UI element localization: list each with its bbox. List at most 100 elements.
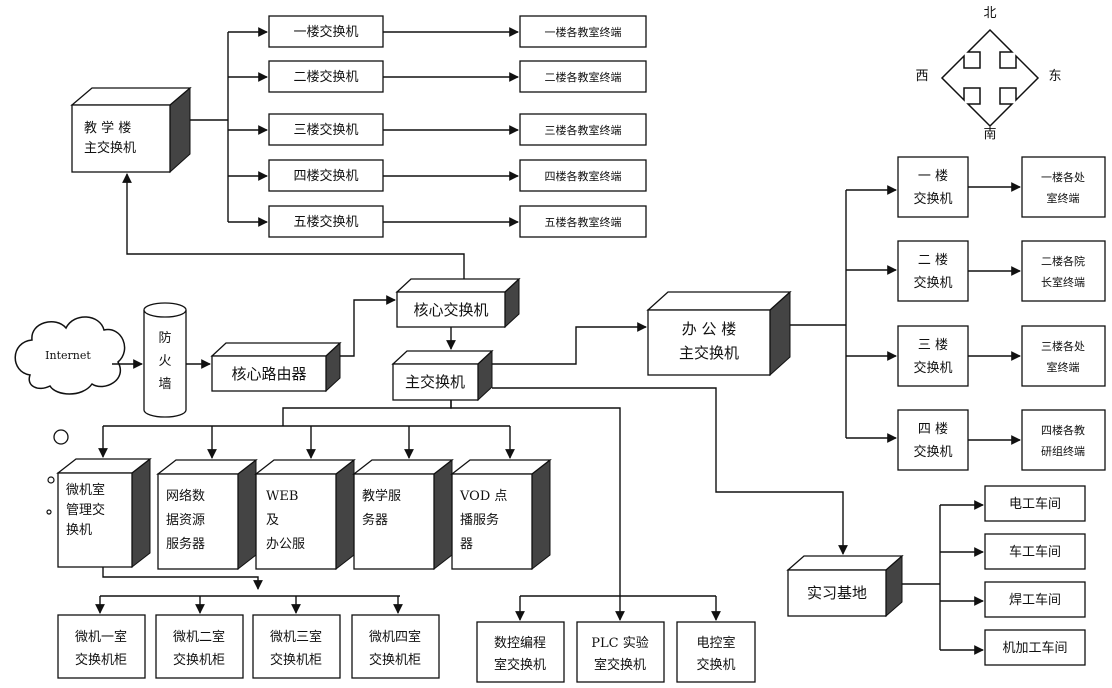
teaching-floor-switch-box bbox=[268, 15, 384, 48]
server-label: 办公服 bbox=[266, 537, 305, 552]
cloud-bubble bbox=[53, 429, 69, 445]
server-label: 据资源 bbox=[166, 513, 205, 528]
server-label: 网络数 bbox=[166, 488, 205, 504]
office-terminal-label: 三楼各处 bbox=[1041, 339, 1085, 353]
teaching-main-switch-line1: 教 学 楼 bbox=[84, 120, 131, 136]
office-terminal-box bbox=[1021, 156, 1106, 218]
main-switch-connectors bbox=[98, 387, 848, 621]
server-label: 播服务 bbox=[460, 512, 499, 528]
office-floor-switch-label: 二 楼 bbox=[918, 253, 948, 268]
server-vod: VOD 点 播服务 器 bbox=[450, 458, 552, 571]
lab-switch-line: 换机 bbox=[66, 523, 92, 538]
office-terminal-label: 二楼各院 bbox=[1041, 254, 1085, 268]
teaching-floor-switch-box bbox=[268, 205, 384, 238]
lab-cabinet-box bbox=[155, 614, 244, 679]
lab-cabinet-label: 微机二室 bbox=[173, 629, 225, 645]
teaching-floor-switch-box bbox=[268, 113, 384, 146]
office-floor-switch-box bbox=[897, 409, 969, 471]
office-floor-switch-box bbox=[897, 325, 969, 387]
office-floor-switches: 一 楼 交换机 二 楼 交换机 三 楼 交换机 四 楼 交换机 bbox=[897, 156, 969, 471]
workshop-box bbox=[984, 581, 1086, 618]
lab-cabinet-box bbox=[57, 614, 146, 679]
core-router-label: 核心路由器 bbox=[231, 365, 306, 383]
teaching-terminal-label: 一楼各教室终端 bbox=[545, 25, 622, 39]
server-label: 及 bbox=[266, 513, 279, 528]
office-terminal-box bbox=[1021, 240, 1106, 302]
office-floor-terminals: 一楼各处 室终端 二楼各院 长室终端 三楼各处 室终端 四楼各教 研组终端 bbox=[1021, 156, 1106, 471]
teaching-terminal-box bbox=[519, 15, 647, 48]
core-switch: 核心交换机 bbox=[395, 277, 521, 329]
workshop-box bbox=[984, 533, 1086, 570]
training-base-label: 实习基地 bbox=[807, 584, 867, 602]
lab-cabinet-label: 交换机柜 bbox=[75, 652, 127, 668]
cloud-bubble bbox=[46, 509, 52, 515]
server-label: 务器 bbox=[362, 512, 388, 528]
lab-cabinet-box bbox=[252, 614, 341, 679]
lab-cabinet-label: 交换机柜 bbox=[369, 652, 421, 668]
training-base: 实习基地 bbox=[786, 554, 904, 618]
office-floor-switch-label: 交换机 bbox=[913, 191, 952, 207]
teaching-floor-switch-label: 一楼交换机 bbox=[293, 24, 358, 40]
compass-west-label: 西 bbox=[915, 69, 928, 84]
server-label: WEB bbox=[266, 489, 298, 504]
office-terminal-box bbox=[1021, 325, 1106, 387]
other-switch-box bbox=[676, 621, 756, 683]
servers: 网络数 据资源 服务器 WEB 及 办公服 教学服 务器 VOD 点 播服务 器 bbox=[156, 458, 552, 571]
other-switch-box bbox=[576, 621, 665, 683]
office-terminal-label: 研组终端 bbox=[1041, 444, 1085, 458]
central-connectors bbox=[112, 173, 647, 369]
office-terminal-label: 室终端 bbox=[1047, 360, 1080, 374]
office-floor-switch-label: 一 楼 bbox=[918, 169, 948, 184]
office-floor-switch-label: 四 楼 bbox=[918, 422, 948, 437]
office-terminal-box bbox=[1021, 409, 1106, 471]
workshop-connectors bbox=[902, 500, 984, 655]
compass-icon: 北 南 东 西 bbox=[915, 6, 1061, 142]
office-terminal-label: 四楼各教 bbox=[1041, 423, 1085, 437]
server-network-data: 网络数 据资源 服务器 bbox=[156, 458, 258, 571]
teaching-floor-switch-label: 四楼交换机 bbox=[293, 168, 358, 184]
teaching-connectors bbox=[190, 27, 519, 227]
teaching-floor-switches: 一楼交换机 二楼交换机 三楼交换机 四楼交换机 五楼交换机 bbox=[268, 15, 384, 238]
teaching-terminal-label: 三楼各教室终端 bbox=[545, 123, 622, 137]
office-floor-switch-box bbox=[897, 156, 969, 218]
other-switch-label: 数控编程 bbox=[494, 636, 546, 651]
firewall-label: 墙 bbox=[158, 377, 171, 392]
compass-south-label: 南 bbox=[983, 126, 996, 142]
server-label: 器 bbox=[460, 537, 473, 552]
main-switch-label: 主交换机 bbox=[405, 373, 465, 391]
teaching-floor-switch-label: 三楼交换机 bbox=[293, 122, 358, 138]
lab-cabinet-label: 微机一室 bbox=[75, 629, 127, 645]
office-terminal-label: 室终端 bbox=[1047, 191, 1080, 205]
other-switches: 数控编程 室交换机 PLC 实验 室交换机 电控室 交换机 bbox=[476, 621, 756, 683]
teaching-terminal-box bbox=[519, 205, 647, 238]
teaching-floor-switch-label: 二楼交换机 bbox=[293, 69, 358, 85]
other-switch-label: 交换机 bbox=[696, 657, 735, 673]
teaching-main-switch-line2: 主交换机 bbox=[84, 140, 136, 156]
lab-cabinet-label: 交换机柜 bbox=[270, 652, 322, 668]
other-switch-label: 室交换机 bbox=[594, 657, 646, 673]
other-switch-box bbox=[476, 621, 565, 683]
server-teaching: 教学服 务器 bbox=[352, 458, 454, 571]
lab-switch-line: 管理交 bbox=[66, 502, 105, 518]
workshop-label: 焊工车间 bbox=[1009, 592, 1061, 608]
server-label: 服务器 bbox=[166, 536, 205, 552]
teaching-floor-switch-label: 五楼交换机 bbox=[293, 214, 358, 230]
lab-cabinet-box bbox=[351, 614, 440, 679]
firewall-label: 火 bbox=[158, 354, 171, 369]
other-switch-label: 室交换机 bbox=[494, 657, 546, 673]
workshop-label: 车工车间 bbox=[1009, 544, 1061, 560]
core-router: 核心路由器 bbox=[210, 341, 342, 393]
office-main-switch-line1: 办 公 楼 bbox=[682, 320, 737, 338]
server-label: VOD 点 bbox=[459, 489, 507, 504]
office-floor-switch-label: 交换机 bbox=[913, 360, 952, 376]
office-terminal-label: 长室终端 bbox=[1041, 275, 1085, 289]
office-floor-switch-label: 交换机 bbox=[913, 444, 952, 460]
other-switch-label: 电控室 bbox=[696, 635, 735, 651]
cloud-bubble bbox=[47, 476, 55, 484]
lab-cabinet-label: 交换机柜 bbox=[173, 652, 225, 668]
workshop-box bbox=[984, 485, 1086, 522]
server-label: 教学服 bbox=[362, 488, 401, 504]
workshop-label: 机加工车间 bbox=[1002, 640, 1067, 656]
core-switch-label: 核心交换机 bbox=[413, 301, 488, 319]
office-connectors bbox=[790, 182, 1021, 445]
